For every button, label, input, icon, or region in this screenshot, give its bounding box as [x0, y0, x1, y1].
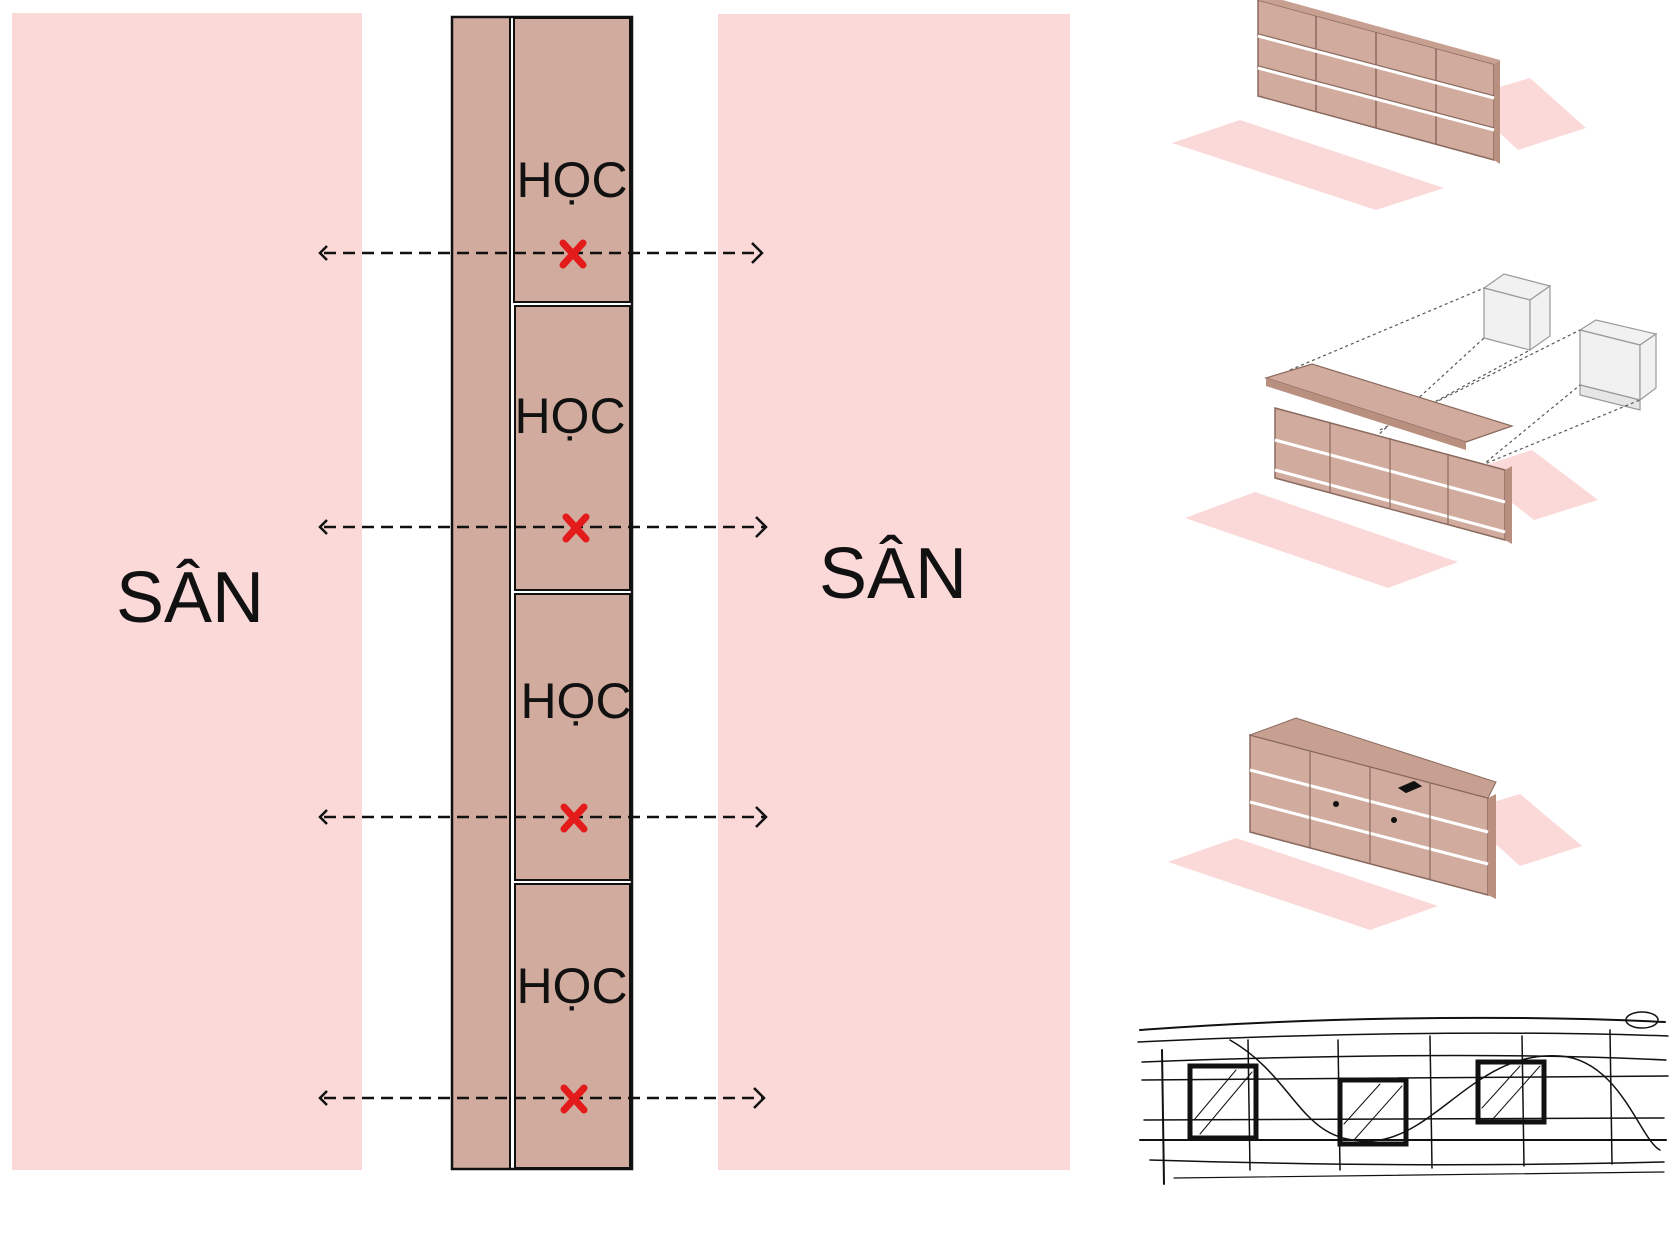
axonometric-view-1 [1172, 0, 1586, 210]
x-mark-icon [560, 1084, 588, 1114]
passage-line-4 [318, 1087, 766, 1109]
arrow-right-icon [753, 1087, 766, 1109]
arrow-right-icon [755, 516, 768, 538]
classroom-label-1: HỌC [516, 152, 627, 208]
classroom-4 [514, 883, 631, 1169]
axonometric-view-2 [1185, 273, 1658, 588]
x-mark-icon [559, 239, 587, 269]
passage-line-3 [318, 806, 768, 828]
yard-right-label: SÂN [819, 534, 967, 614]
yard-left [12, 13, 362, 1170]
classroom-3 [514, 593, 631, 881]
x-mark-icon [560, 803, 588, 833]
passage-line-2 [318, 516, 768, 538]
x-mark-icon [562, 513, 590, 543]
corridor-strip [451, 16, 511, 1170]
hand-sketch [1137, 1011, 1669, 1185]
site-plan: SÂN SÂN HỌC HỌC HỌC HỌC [12, 13, 1070, 1171]
classroom-2 [514, 305, 631, 591]
arrow-right-icon [755, 806, 768, 828]
passage-line-1 [318, 242, 764, 264]
yard-left-label: SÂN [116, 558, 264, 638]
classroom-label-3: HỌC [520, 673, 631, 729]
classroom-label-2: HỌC [514, 388, 625, 444]
classroom-label-4: HỌC [516, 958, 627, 1014]
yard-right [718, 14, 1070, 1170]
arrow-right-icon [751, 242, 764, 264]
axonometric-view-3 [1168, 717, 1582, 930]
